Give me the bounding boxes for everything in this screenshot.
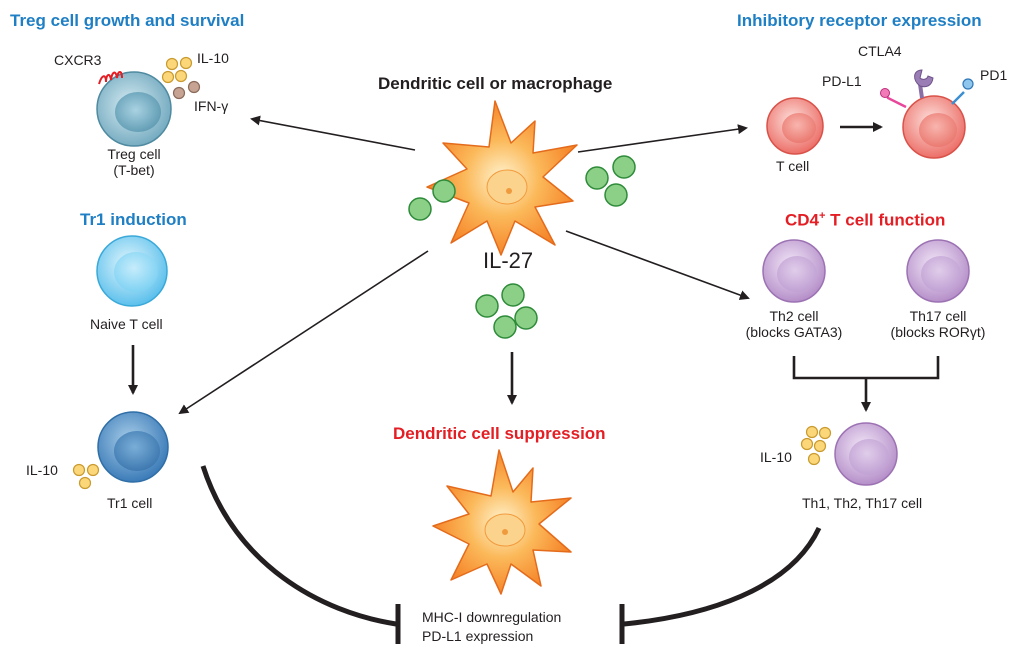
treg-cell-label-line2: (T-bet) [113, 162, 155, 179]
suppressed-dendritic-cell-icon [432, 449, 572, 595]
pdl1-label: PD-L1 [822, 73, 862, 89]
arrow-to-treg [250, 115, 416, 151]
treg-cell-label: Treg cell (T-bet) [84, 146, 184, 178]
il27-dots-left [408, 179, 456, 221]
treg-il10-label: IL-10 [197, 50, 229, 66]
pd1-label: PD1 [980, 67, 1008, 83]
arrow-to-inhibitory [577, 124, 748, 153]
th17-label-line2: (blocks RORγt) [890, 324, 986, 341]
tr1-section-title: Tr1 induction [80, 210, 187, 229]
inhibition-arc-cd4 [623, 526, 822, 627]
cd4-title-rest: T cell function [825, 210, 946, 230]
tr1-il10-label: IL-10 [26, 462, 58, 478]
th-merge-bracket [792, 356, 940, 380]
cd4-title-main: CD4 [785, 210, 820, 230]
th2-label-line2: (blocks GATA3) [745, 324, 843, 341]
cxcr3-receptor-icon [98, 71, 123, 85]
t-cell-icon [766, 97, 824, 155]
arrow-to-cd4 [565, 230, 750, 300]
cd4-title-sup: + [819, 210, 826, 222]
pdl1-receptor-icon [880, 88, 907, 109]
th17-label-line1: Th17 cell [909, 308, 967, 324]
cd4-il10-dots [800, 425, 832, 466]
th2-cell-label: Th2 cell (blocks GATA3) [724, 308, 864, 340]
dc-suppression-title: Dendritic cell suppression [393, 424, 606, 443]
th17-cell-label: Th17 cell (blocks RORγt) [868, 308, 1008, 340]
th2-label-line1: Th2 cell [769, 308, 819, 324]
tr1-il10-dots [72, 463, 100, 490]
outcome-line1: MHC-I downregulation [422, 609, 562, 625]
t-cell-inhibited-icon [902, 95, 966, 159]
naive-t-cell-label: Naive T cell [90, 316, 163, 332]
cd4-section-title: CD4+ T cell function [785, 210, 945, 230]
treg-section-title: Treg cell growth and survival [10, 11, 245, 30]
treg-ifng-label: IFN-γ [194, 98, 229, 114]
inhibition-arc-tr1 [200, 465, 397, 627]
treg-il10-dots [161, 56, 193, 84]
il27-dots-bottom [475, 283, 538, 339]
th1-th2-th17-cell-icon [834, 422, 898, 486]
il27-label: IL-27 [483, 248, 534, 273]
ctla4-receptor-icon [914, 69, 934, 99]
tr1-cell-icon [97, 411, 169, 483]
arrow-to-tr1 [178, 250, 429, 415]
naive-t-cell-icon [96, 235, 168, 307]
tr1-cell-label: Tr1 cell [107, 495, 153, 511]
combined-cell-label: Th1, Th2, Th17 cell [802, 495, 923, 511]
inhibitory-section-title: Inhibitory receptor expression [737, 11, 982, 30]
cxcr3-label: CXCR3 [54, 52, 102, 68]
treg-cell-icon [96, 71, 172, 147]
treg-cell-label-line1: Treg cell [107, 146, 161, 162]
cd4-il10-label: IL-10 [760, 449, 792, 465]
t-cell-label: T cell [776, 158, 810, 174]
dc-suppression-outcome: MHC-I downregulation PD-L1 expression [422, 609, 561, 644]
treg-ifng-dots [172, 80, 201, 100]
dendritic-cell-icon [426, 100, 578, 256]
il27-dots-right [585, 155, 636, 207]
th2-cell-icon [762, 239, 826, 303]
outcome-line2: PD-L1 expression [422, 628, 534, 645]
th17-cell-icon [906, 239, 970, 303]
center-title: Dendritic cell or macrophage [378, 74, 613, 93]
ctla4-label: CTLA4 [858, 43, 902, 59]
pd1-receptor-icon [951, 78, 974, 105]
